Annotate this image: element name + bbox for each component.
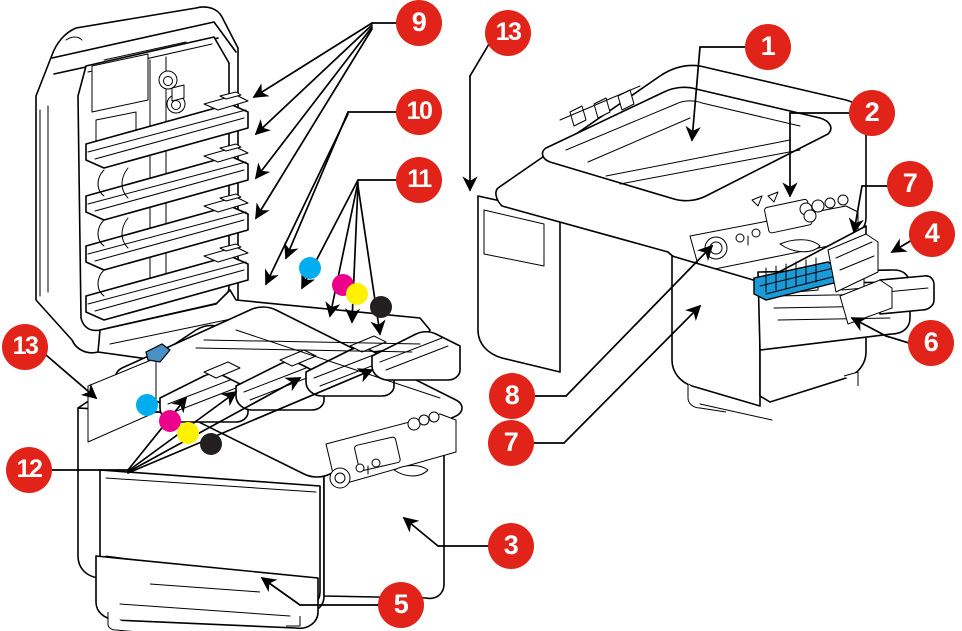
callout-image-drums[interactable]: 12 xyxy=(6,447,52,493)
callout-number: 7 xyxy=(503,426,519,457)
callout-number: 9 xyxy=(411,6,427,37)
callout-number: 13 xyxy=(495,17,522,46)
callout-number: 13 xyxy=(12,331,39,360)
led-head-3 xyxy=(85,193,249,271)
callout-operator-panel[interactable]: 2 xyxy=(849,90,895,136)
callout-multipurpose-tray[interactable]: 4 xyxy=(909,211,955,257)
callout-number: 12 xyxy=(16,454,43,483)
callout-toner-cartridges[interactable]: 11 xyxy=(396,157,442,203)
toner-key-yellow xyxy=(346,283,368,305)
callout-front-cover-release-alt[interactable]: 7 xyxy=(488,420,534,466)
callout-output-stacker[interactable]: 1 xyxy=(745,24,791,70)
callout-paper-tray-indicator[interactable]: 3 xyxy=(488,523,534,569)
callout-paper-tray[interactable]: 5 xyxy=(378,582,424,628)
callout-number: 3 xyxy=(503,529,519,560)
led-head-4 xyxy=(85,243,249,321)
callout-paper-support[interactable]: 6 xyxy=(908,320,954,366)
callout-number: 2 xyxy=(864,96,880,127)
toner-key-yellow xyxy=(177,422,199,444)
callout-number: 6 xyxy=(923,326,939,357)
callout-number: 4 xyxy=(924,217,940,248)
callout-fuser-release-lever[interactable]: 10 xyxy=(396,89,442,135)
image-drum-black xyxy=(371,330,461,381)
rear-vent-grille xyxy=(483,209,545,267)
toner-key-black xyxy=(370,296,392,318)
view-open-front-art xyxy=(77,289,463,631)
callout-duplex-unit-alt[interactable]: 13 xyxy=(2,324,48,370)
callout-number: 11 xyxy=(407,164,432,193)
callout-number: 1 xyxy=(760,30,776,61)
callout-number: 5 xyxy=(393,588,409,619)
led-head-2 xyxy=(85,143,249,221)
led-head-1 xyxy=(85,91,249,169)
front-operator-panel xyxy=(325,411,457,489)
view-open-left-art xyxy=(35,6,249,354)
operator-panel-right xyxy=(689,194,859,273)
callout-on-off-switch[interactable]: 8 xyxy=(489,373,535,419)
toner-key-cyan xyxy=(299,257,321,279)
toner-key-cyan xyxy=(136,394,158,416)
toner-key-black xyxy=(200,433,222,455)
callout-front-cover-release[interactable]: 7 xyxy=(887,161,933,207)
callout-duplex-unit[interactable]: 13 xyxy=(485,10,531,56)
toner-key-magenta xyxy=(159,410,181,432)
callout-number: 8 xyxy=(504,379,520,410)
callout-led-heads[interactable]: 9 xyxy=(396,0,442,46)
callout-number: 7 xyxy=(902,167,918,198)
callout-number: 10 xyxy=(406,96,433,125)
view-closed-right-art xyxy=(477,64,935,421)
